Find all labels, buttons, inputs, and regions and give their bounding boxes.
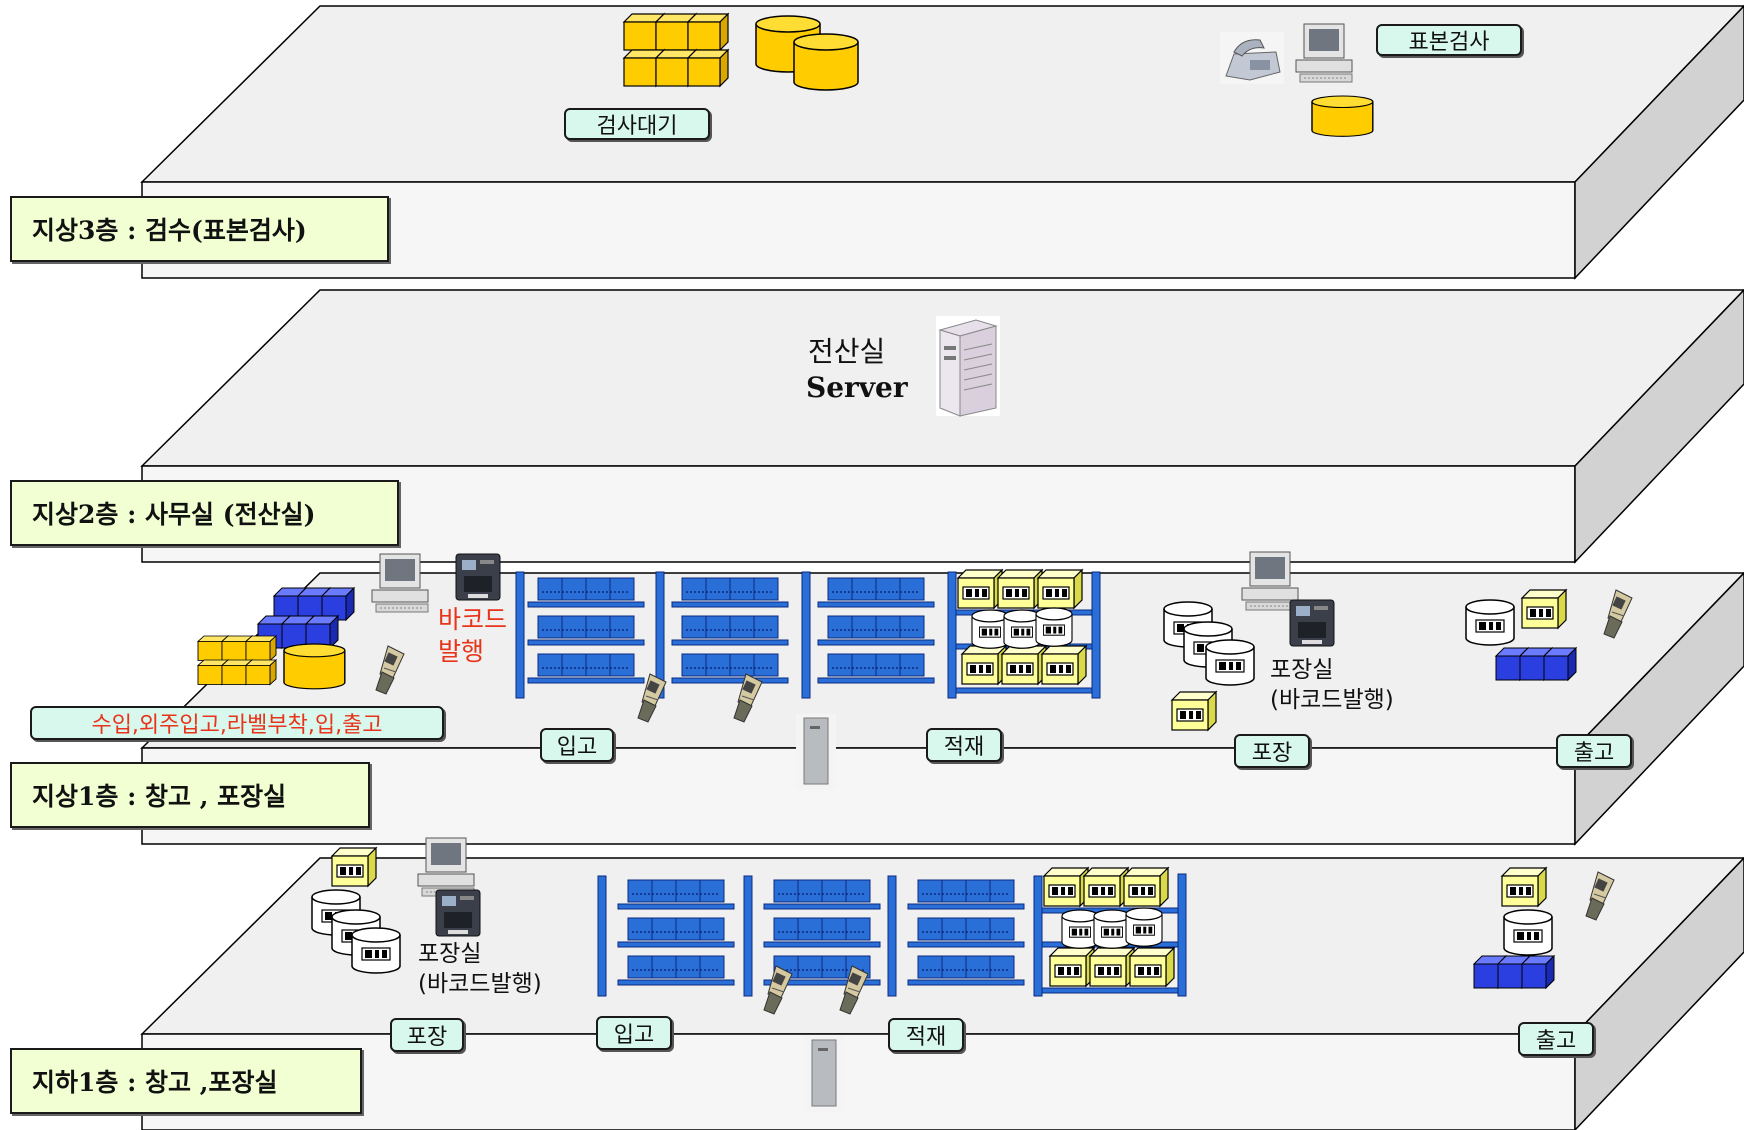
server-tower-icon: [935, 315, 1001, 417]
barcode-drum-icon: [1465, 599, 1515, 646]
blue-box-stack-icon: [1473, 955, 1555, 989]
f1-operations-tag: 수입,외주입고,라벨부착,입,출고: [30, 706, 444, 740]
floor-2-side: [1574, 288, 1744, 564]
yellow-box-stack-icon: [623, 13, 729, 87]
barcode-issue-label-2: 발행: [438, 637, 485, 666]
yellow-drum-icon: [1311, 95, 1374, 138]
b1-packroom-label-1: 포장실: [418, 941, 482, 967]
barcode-issue-label-1: 바코드: [438, 605, 508, 634]
wait-inspection-tag: 검사대기: [564, 108, 710, 140]
sample-inspection-tag: 표본검사: [1376, 24, 1522, 56]
barcode-drum-icon: [971, 607, 1073, 649]
b1-inbound-tag: 입고: [596, 1016, 672, 1050]
f1-packroom-label-1: 포장실: [1270, 657, 1334, 683]
barcode-drum-icon: [1503, 909, 1553, 956]
server-label: Server: [806, 371, 908, 404]
floor-2-label: 지상2층 : 사무실 (전산실): [10, 480, 399, 546]
b1-outbound-tag: 출고: [1518, 1022, 1594, 1056]
barcode-box-icon: [331, 847, 377, 887]
barcode-printer-icon: [435, 889, 481, 937]
wireless-access-point-icon: [795, 713, 837, 791]
wireless-access-point-icon: [803, 1035, 845, 1113]
f1-packing-tag: 포장: [1234, 734, 1310, 768]
barcode-box-icon: [1171, 691, 1217, 731]
floor-1-side: [1574, 571, 1744, 846]
floor-b1-side: [1574, 856, 1744, 1130]
yellow-box-stack-icon: [197, 635, 277, 685]
f1-outbound-tag: 출고: [1556, 734, 1632, 768]
floor-3-side: [1574, 4, 1744, 280]
barcode-printer-icon: [1289, 599, 1335, 647]
floor-b1-label: 지하1층 : 창고 ,포장실: [10, 1048, 362, 1114]
barcode-drum-icon: [1061, 907, 1163, 949]
f1-stacking-tag: 적재: [926, 728, 1002, 762]
barcode-box-icon: [1521, 589, 1567, 629]
barcode-printer-icon: [455, 553, 501, 601]
barcode-box-icon: [1501, 867, 1547, 907]
floor-3-label: 지상3층 : 검수(표본검사): [10, 196, 389, 262]
server-room-label: 전산실: [808, 335, 886, 368]
f1-inbound-tag: 입고: [540, 728, 614, 762]
yellow-drum-icon: [283, 643, 346, 690]
b1-packing-tag: 포장: [390, 1018, 464, 1052]
f1-packroom-label-2: (바코드발행): [1270, 687, 1394, 713]
b1-packroom-label-2: (바코드발행): [418, 971, 542, 997]
blue-box-stack-icon: [1495, 647, 1577, 681]
telephone-icon: [1219, 31, 1285, 85]
floor-1-label: 지상1층 : 창고 , 포장실: [10, 762, 370, 828]
b1-stacking-tag: 적재: [888, 1018, 964, 1052]
